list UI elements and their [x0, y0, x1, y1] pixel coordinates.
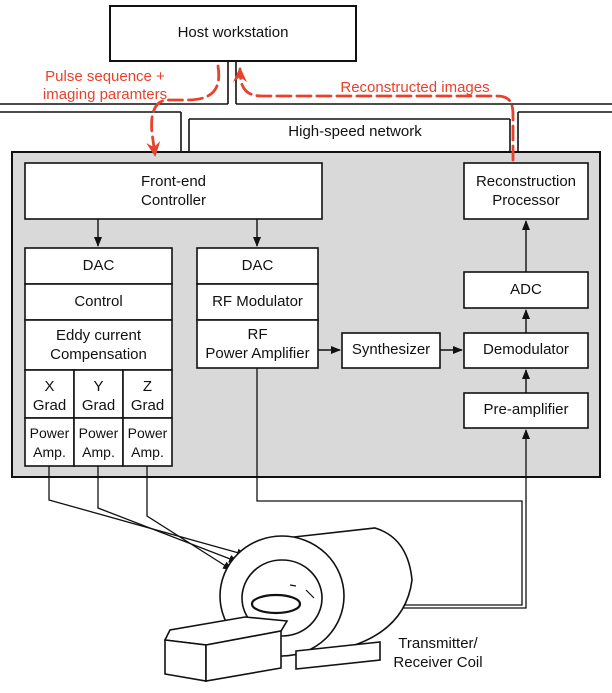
pulse-sequence-label-line2: imaging paramters: [42, 86, 168, 103]
control-box: [24, 283, 173, 321]
control-label: Control: [74, 293, 123, 310]
x-grad-box: [24, 369, 75, 419]
demodulator-label: Demodulator: [483, 341, 569, 358]
rf-dac-box: [196, 247, 319, 285]
data-flow-annotations: [146, 64, 515, 162]
z-power-label: Power: [127, 425, 168, 441]
reconstruction-processor-box: [463, 162, 589, 220]
y-power-label: Power: [78, 425, 119, 441]
preamplifier-box: [463, 392, 589, 429]
network-bus: [0, 58, 612, 152]
y-power-amp-box: [73, 417, 124, 467]
patient-table-front: [205, 630, 282, 682]
receive-chain: [463, 162, 589, 429]
eddy-current-label-line1: Eddy current: [55, 327, 142, 344]
eddy-current-label-line2: Compensation: [50, 346, 147, 363]
pulse-sequence-flow: [146, 64, 221, 157]
signal-arrows: [94, 219, 530, 393]
z-axis-label: Z: [142, 378, 153, 395]
host-workstation-label: Host workstation: [177, 24, 289, 41]
synthesizer-label: Synthesizer: [351, 341, 431, 358]
preamplifier-label: Pre-amplifier: [483, 401, 569, 418]
gradient-chain: [24, 247, 173, 467]
coil-ring: [250, 593, 302, 615]
rf-power-amplifier-box: [196, 319, 319, 369]
z-power-amp-box: [122, 417, 173, 467]
y-axis-label: Y: [93, 378, 104, 395]
gradient-output-lines: [48, 466, 247, 571]
scanner-base: [295, 641, 381, 670]
reconstructed-images-label: Reconstructed images: [340, 79, 490, 96]
demodulator-box: [463, 332, 589, 369]
rf-chain: [196, 247, 319, 369]
front-end-label-line2: Controller: [140, 192, 207, 209]
host-workstation-box: [109, 5, 357, 62]
x-power-label: Power: [29, 425, 70, 441]
y-amp-label: Amp.: [82, 444, 115, 460]
recon-label-line1: Reconstruction: [475, 173, 577, 190]
x-grad-label: Grad: [32, 397, 67, 414]
x-amp-label: Amp.: [33, 444, 66, 460]
adc-box: [463, 271, 589, 309]
rf-amp-label-line2: Power Amplifier: [205, 345, 310, 362]
rf-modulator-box: [196, 283, 319, 321]
rf-modulator-label: RF Modulator: [212, 293, 303, 310]
front-end-controller-box: [24, 162, 323, 220]
patient-table-side: [164, 639, 207, 682]
coil-label-line2: Receiver Coil: [393, 654, 483, 671]
y-grad-label: Grad: [81, 397, 116, 414]
gradient-dac-box: [24, 247, 173, 285]
z-amp-label: Amp.: [131, 444, 164, 460]
eddy-current-box: [24, 319, 173, 371]
x-axis-label: X: [44, 378, 55, 395]
z-grad-box: [122, 369, 173, 419]
front-end-label-line1: Front-end: [140, 173, 207, 190]
reconstructed-images-flow: [233, 67, 515, 162]
coil-label-line1: Transmitter/: [398, 635, 478, 652]
z-grad-label: Grad: [130, 397, 165, 414]
pulse-sequence-label-line1: Pulse sequence +: [45, 68, 165, 85]
adc-label: ADC: [510, 281, 542, 298]
network-label: High-speed network: [288, 123, 422, 140]
synthesizer-box: [341, 332, 441, 369]
gradient-dac-label: DAC: [82, 257, 115, 274]
recon-label-line2: Processor: [492, 192, 560, 209]
mri-scanner: [163, 527, 413, 682]
rf-dac-label: DAC: [241, 257, 274, 274]
rf-amp-label-line1: RF: [247, 326, 268, 343]
